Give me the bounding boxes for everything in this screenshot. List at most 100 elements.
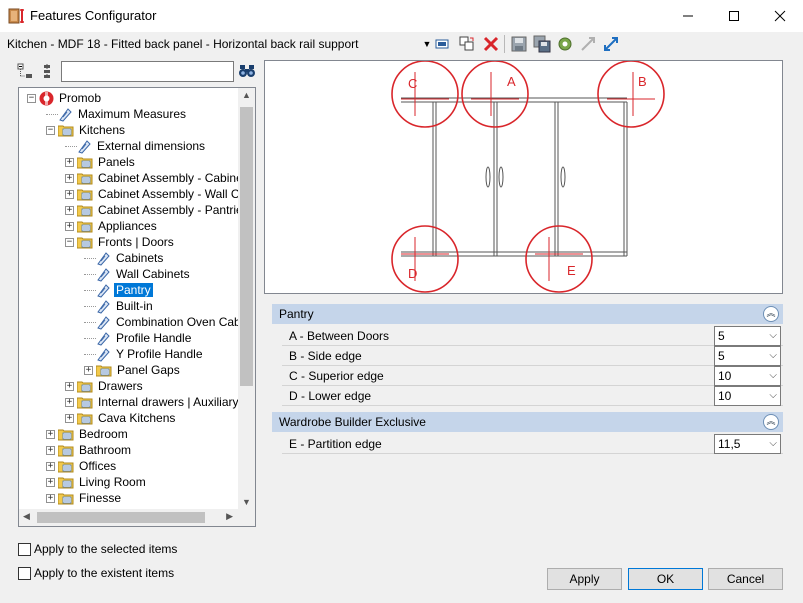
tree-search-input[interactable] — [61, 61, 234, 82]
tree-item-label: Profile Handle — [116, 331, 192, 345]
collapse-section-icon[interactable]: ︽ — [763, 414, 779, 430]
tree-item[interactable]: +Appliances — [65, 218, 159, 234]
tree-expand-icon[interactable]: + — [46, 444, 55, 455]
tree-item[interactable]: +Finesse — [46, 490, 123, 506]
tree-expand-icon[interactable]: + — [65, 220, 74, 231]
delete-icon[interactable] — [482, 35, 500, 53]
marker-circle — [391, 225, 459, 293]
tree-item-label: Bedroom — [79, 427, 128, 441]
tree-item[interactable]: + Cabinet Assembly - Cabinets — [65, 170, 254, 186]
tree-item[interactable]: −Fronts | Doors — [65, 234, 176, 250]
tree-item[interactable]: Pantry — [84, 282, 153, 298]
tree-item[interactable]: Maximum Measures — [46, 106, 188, 122]
tree-item[interactable]: Cabinets — [84, 250, 165, 266]
tree-expand-icon[interactable]: + — [65, 412, 74, 423]
section-header[interactable]: Pantry︽ — [272, 304, 783, 324]
tree-scrollbar-thumb[interactable] — [240, 107, 253, 386]
property-value-select[interactable]: 11,5⌵ — [714, 434, 781, 454]
apply-selected-label: Apply to the selected items — [34, 542, 178, 556]
tree-item[interactable]: +Living Room — [46, 474, 148, 490]
chevron-down-icon: ⌵ — [769, 390, 777, 401]
save-all-icon[interactable] — [533, 35, 551, 53]
marker-label: A — [507, 74, 516, 89]
tree-collapse-icon[interactable]: − — [27, 92, 36, 103]
tree-expand-icon[interactable]: + — [46, 492, 55, 503]
tree-item[interactable]: Built-in — [84, 298, 155, 314]
scrollbar-corner — [238, 509, 255, 526]
tree-item[interactable]: +Panels — [65, 154, 137, 170]
tree-item[interactable]: −Promob — [27, 90, 103, 106]
tree-item[interactable]: +Cabinet Assembly - Wall Cabinets — [65, 186, 255, 202]
tree-item[interactable]: +Internal drawers | Auxiliary — [65, 394, 241, 410]
tree-collapse-all-icon[interactable] — [39, 63, 55, 79]
marker-label: B — [638, 74, 647, 89]
save-icon[interactable] — [510, 35, 528, 53]
scroll-up-icon[interactable]: ▲ — [242, 90, 251, 100]
maximize-button[interactable] — [711, 0, 757, 32]
section-header[interactable]: Wardrobe Builder Exclusive︽ — [272, 412, 783, 432]
minimize-button[interactable] — [665, 0, 711, 32]
property-value-select[interactable]: 10⌵ — [714, 366, 781, 386]
chevron-down-icon: ⌵ — [769, 350, 777, 361]
tree-expand-icon[interactable]: + — [46, 476, 55, 487]
property-value: 10 — [718, 389, 732, 403]
tree-expand-icon[interactable]: + — [46, 460, 55, 471]
tree-item[interactable]: Y Profile Handle — [84, 346, 205, 362]
apply-button[interactable]: Apply — [547, 568, 622, 590]
tree-item[interactable]: +Cava Kitchens — [65, 410, 177, 426]
apply-selected-checkbox[interactable] — [18, 543, 31, 556]
tree-item[interactable]: +Cabinet Assembly - Pantries — [65, 202, 251, 218]
tree-item[interactable]: Wall Cabinets — [84, 266, 192, 282]
property-value-select[interactable]: 10 ⌵ — [714, 386, 781, 406]
tree-expand-icon[interactable]: + — [65, 380, 74, 391]
scroll-down-icon[interactable]: ▼ — [242, 497, 251, 507]
tree-hscrollbar-thumb[interactable] — [37, 512, 205, 523]
collapse-arrows-icon[interactable] — [579, 35, 597, 53]
tree-item[interactable]: Profile Handle — [84, 330, 193, 346]
collapse-section-icon[interactable]: ︽ — [763, 306, 779, 322]
tree-expand-icon[interactable]: + — [65, 396, 74, 407]
apply-existent-checkbox[interactable] — [18, 567, 31, 580]
tree-item[interactable]: −Kitchens — [46, 122, 127, 138]
configuration-selector[interactable]: Kitchen - MDF 18 - Fitted back panel - H… — [7, 37, 359, 51]
tree-item[interactable]: Combination Oven Cabinets — [84, 314, 255, 330]
tree-item[interactable]: External dimensions — [65, 138, 207, 154]
copy-config-icon[interactable] — [458, 35, 476, 53]
folder-icon — [58, 477, 74, 488]
configuration-dropdown-icon[interactable]: ▼ — [422, 39, 432, 49]
property-value-select[interactable]: 5⌵ — [714, 326, 781, 346]
tree-item[interactable]: +Drawers — [65, 378, 145, 394]
ok-button[interactable]: OK — [628, 568, 703, 590]
tree-collapse-icon[interactable]: − — [46, 124, 55, 135]
tree-expand-icon[interactable]: + — [65, 172, 74, 183]
binoculars-search-icon[interactable] — [238, 63, 256, 79]
tree-item-label: Cabinet Assembly - Cabinets — [98, 171, 253, 185]
cancel-button[interactable]: Cancel — [708, 568, 783, 590]
tree-vertical-scrollbar[interactable]: ▲ ▼ — [238, 88, 255, 509]
tree-expand-icon[interactable]: + — [84, 364, 93, 375]
tree-expand-icon[interactable]: + — [65, 188, 74, 199]
tree-horizontal-scrollbar[interactable]: ◀ ▶ — [19, 509, 255, 526]
tree-connector — [84, 305, 96, 307]
scroll-left-icon[interactable]: ◀ — [23, 511, 30, 521]
tree-item[interactable]: +Panel Gaps — [84, 362, 182, 378]
tree-item-label: Pantry — [114, 283, 153, 297]
property-value-select[interactable]: 5⌵ — [714, 346, 781, 366]
tree-collapse-icon[interactable]: − — [65, 236, 74, 247]
scroll-right-icon[interactable]: ▶ — [226, 511, 233, 521]
tree-item[interactable]: +Offices — [46, 458, 118, 474]
close-button[interactable] — [757, 0, 803, 32]
select-config-icon[interactable] — [434, 35, 452, 53]
tree-expand-all-icon[interactable] — [17, 63, 33, 79]
tree-item[interactable]: + Bedroom — [46, 426, 130, 442]
tree-item[interactable]: +Bathroom — [46, 442, 133, 458]
expand-arrows-icon[interactable] — [602, 35, 620, 53]
tree-expand-icon[interactable]: + — [65, 204, 74, 215]
tree-expand-icon[interactable]: + — [65, 156, 74, 167]
tree-expand-icon[interactable]: + — [46, 428, 55, 439]
folder-icon — [77, 173, 93, 184]
dimension-marker: A — [461, 61, 529, 128]
settings-icon[interactable] — [556, 35, 574, 53]
tree-connector — [84, 289, 96, 291]
